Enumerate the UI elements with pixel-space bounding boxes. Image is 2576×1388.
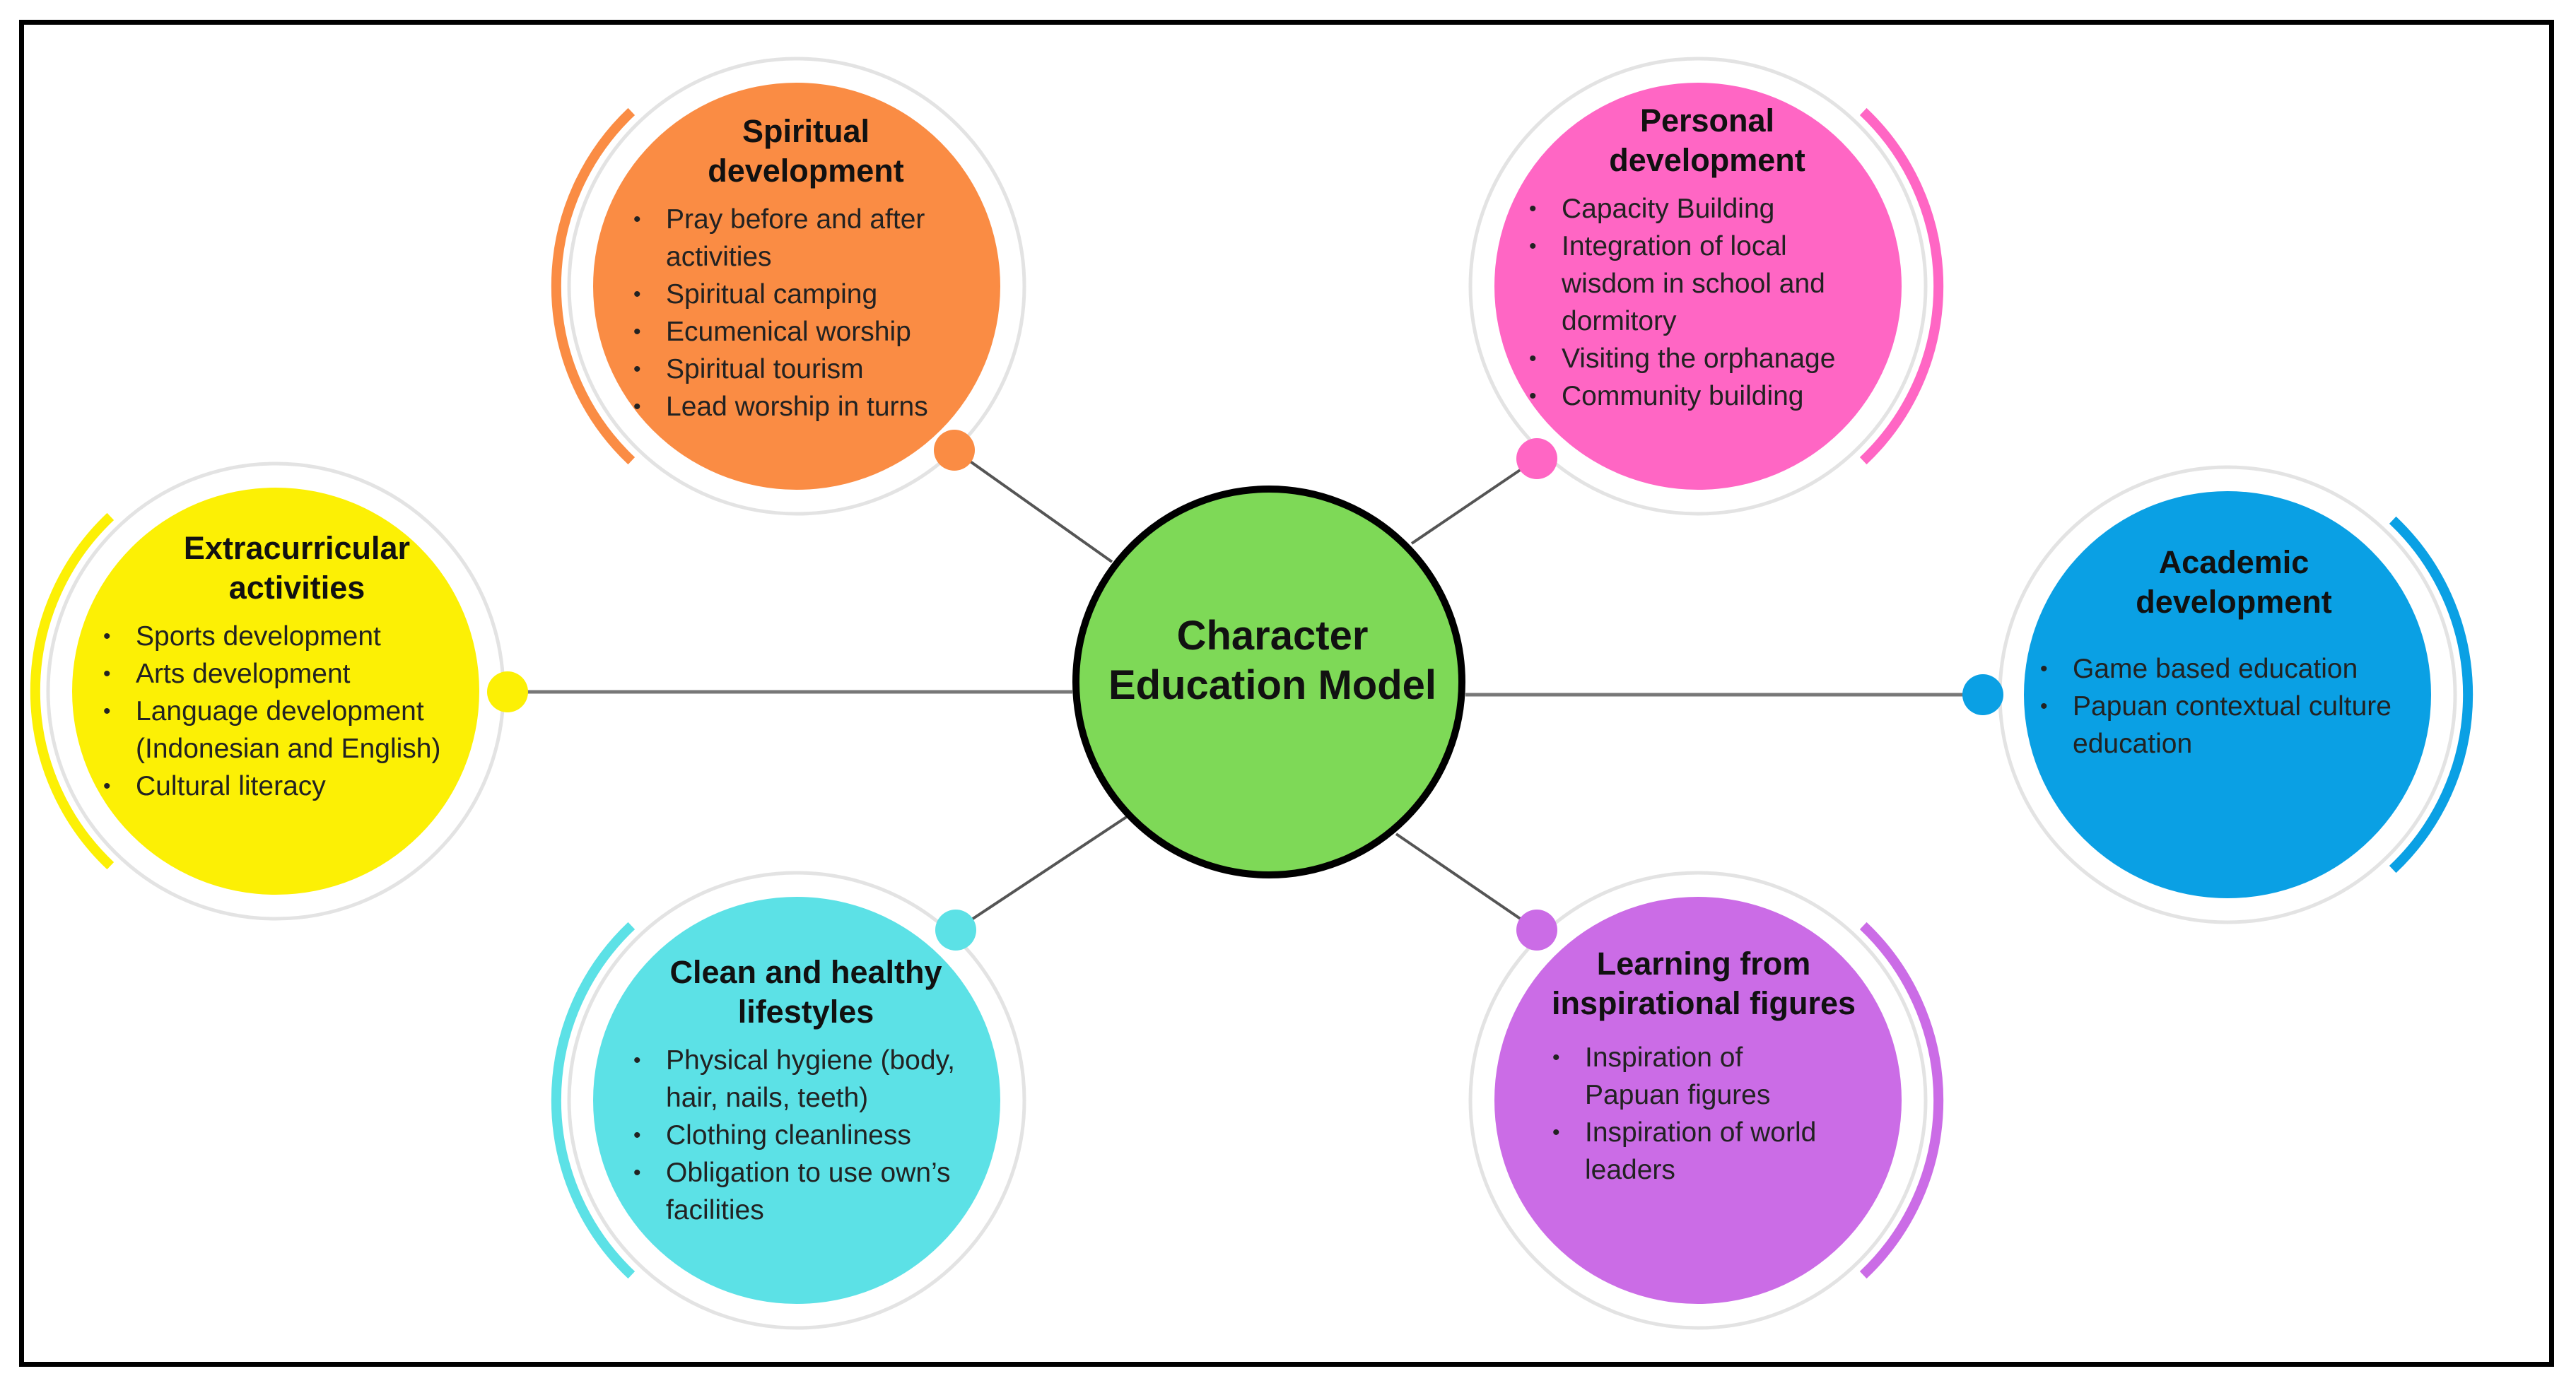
node-title-line: Academic	[2158, 544, 2309, 580]
node-title-line: Extracurricular	[183, 530, 411, 566]
arc-extracurricular	[30, 512, 115, 870]
node-title: Clean and healthy lifestyles	[622, 953, 990, 1032]
arc-learning	[1859, 922, 1944, 1279]
node-title-line: development	[2136, 584, 2332, 620]
node-personal: Personal development Capacity Building I…	[1523, 101, 1891, 415]
node-item-list: Physical hygiene (body, hair, nails, tee…	[629, 1042, 990, 1229]
connector-dot-spiritual	[934, 430, 975, 471]
node-title-line: development	[1609, 142, 1805, 178]
arc-academic	[2389, 516, 2473, 874]
node-item-list: Pray before and after activities Spiritu…	[629, 201, 990, 425]
list-item: Game based education	[2036, 650, 2432, 688]
list-item: Visiting the orphanage	[1525, 340, 1891, 377]
list-item: Physical hygiene (body, hair, nails, tee…	[629, 1042, 963, 1117]
list-item: Inspiration of Papuan figures	[1548, 1039, 1818, 1114]
node-title-line: Personal	[1639, 102, 1775, 139]
node-title: Academic development	[2036, 543, 2432, 622]
node-title-line: activities	[228, 570, 365, 606]
connector-dot-academic	[1962, 674, 2003, 715]
connector-personal	[1410, 457, 1538, 545]
connector-spiritual	[953, 449, 1113, 563]
list-item: Language development (Indonesian and Eng…	[99, 693, 472, 767]
list-item: Inspiration of world leaders	[1548, 1114, 1818, 1189]
center-title-line-2: Education Model	[1108, 662, 1436, 708]
ring-learning	[1468, 871, 1928, 1330]
node-title-line: Spiritual	[742, 113, 870, 149]
list-item: Spiritual tourism	[629, 351, 990, 388]
node-title: Spiritual development	[622, 112, 990, 191]
list-item: Pray before and after activities	[629, 201, 935, 276]
node-clean: Clean and healthy lifestyles Physical hy…	[622, 953, 990, 1229]
arc-spiritual	[551, 107, 636, 465]
node-item-list: Inspiration of Papuan figures Inspiratio…	[1548, 1039, 1887, 1189]
node-title: Personal development	[1523, 101, 1891, 180]
node-title-line: Learning from	[1596, 946, 1811, 982]
node-title-line: Clean and healthy	[669, 954, 942, 990]
list-item: Sports development	[99, 618, 481, 655]
connector-dot-extracurricular	[487, 671, 528, 712]
connector-dot-clean	[935, 910, 976, 951]
ring-personal	[1468, 57, 1928, 516]
list-item: Community building	[1525, 377, 1891, 415]
arc-personal	[1859, 107, 1944, 465]
node-title: Learning from inspirational figures	[1520, 944, 1887, 1023]
node-learning: Learning from inspirational figures Insp…	[1520, 944, 1887, 1189]
list-item: Arts development	[99, 655, 481, 693]
list-item: Spiritual camping	[629, 276, 990, 313]
list-item: Lead worship in turns	[629, 388, 990, 425]
connector-clean	[954, 815, 1129, 931]
connector-learning	[1395, 833, 1538, 931]
node-academic: Academic development Game based educatio…	[2036, 543, 2432, 763]
list-item: Integration of local wisdom in school an…	[1525, 228, 1844, 340]
node-item-list: Sports development Arts development Lang…	[99, 618, 481, 805]
list-item: Cultural literacy	[99, 767, 481, 805]
node-title-line: lifestyles	[737, 994, 874, 1030]
node-spiritual: Spiritual development Pray before and af…	[622, 112, 990, 425]
connector-dot-learning	[1516, 910, 1557, 951]
list-item: Ecumenical worship	[629, 313, 990, 351]
ring-spiritual	[567, 57, 1026, 516]
center-title-line-1: Character	[1176, 613, 1369, 659]
list-item: Papuan contextual culture education	[2036, 688, 2412, 763]
node-title-line: inspirational figures	[1551, 985, 1856, 1021]
node-extracurricular: Extracurricular activities Sports develo…	[99, 529, 481, 805]
list-item: Obligation to use own’s facilities	[629, 1154, 970, 1229]
arc-clean	[551, 922, 636, 1279]
node-item-list: Game based education Papuan contextual c…	[2036, 650, 2432, 763]
node-title-line: development	[708, 153, 904, 189]
node-item-list: Capacity Building Integration of local w…	[1525, 190, 1891, 415]
ring-clean	[567, 871, 1026, 1330]
connector-dot-personal	[1516, 438, 1557, 479]
center-title: Character Education Model	[1075, 611, 1470, 710]
list-item: Capacity Building	[1525, 190, 1891, 228]
node-title: Extracurricular activities	[113, 529, 481, 608]
list-item: Clothing cleanliness	[629, 1117, 990, 1154]
center-disc	[1072, 486, 1465, 878]
